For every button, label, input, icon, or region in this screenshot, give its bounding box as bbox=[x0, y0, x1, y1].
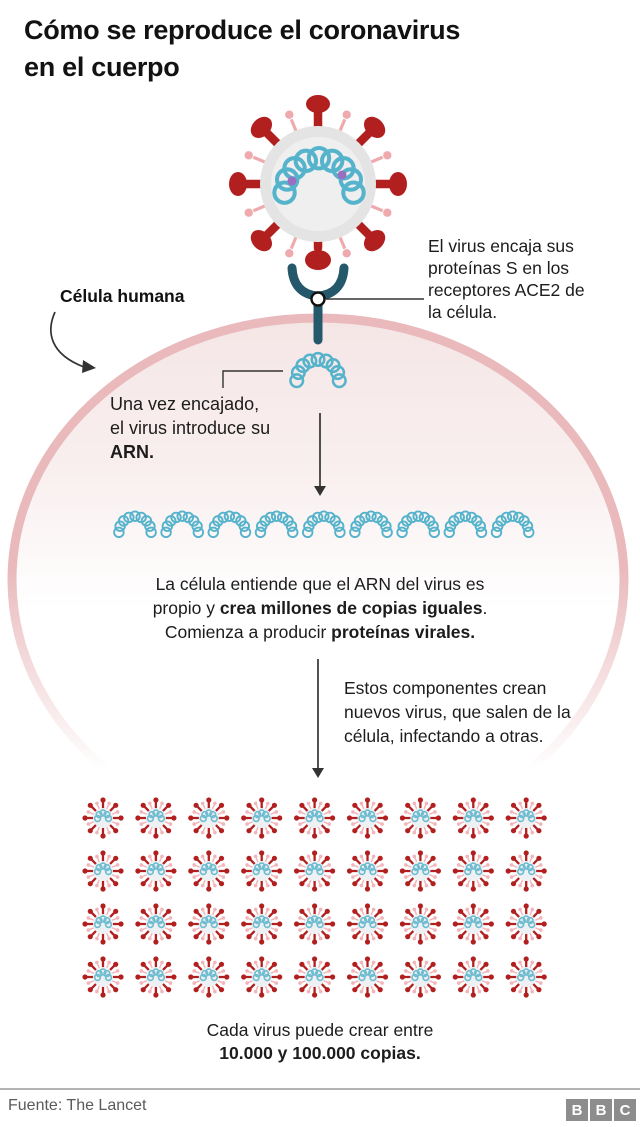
mini-coronavirus-icon bbox=[134, 849, 178, 893]
mini-coronavirus-icon bbox=[292, 902, 337, 946]
receptor-note: El virus encaja sus proteínas S en los r… bbox=[428, 236, 585, 322]
virus-grid bbox=[81, 796, 548, 999]
cell-label: Célula humana bbox=[60, 286, 185, 306]
mini-coronavirus-icon bbox=[81, 796, 125, 840]
bbc-logo-block: C bbox=[614, 1099, 636, 1121]
mini-coronavirus-icon bbox=[451, 849, 496, 893]
mini-coronavirus-icon bbox=[398, 796, 443, 840]
bbc-logo-block: B bbox=[590, 1099, 612, 1121]
mini-coronavirus-icon bbox=[134, 955, 178, 999]
mini-coronavirus-icon bbox=[239, 902, 284, 946]
mini-coronavirus-icon bbox=[345, 796, 390, 840]
mini-coronavirus-icon bbox=[451, 955, 496, 999]
rna-callout-bracket bbox=[222, 370, 283, 388]
mini-coronavirus-icon bbox=[398, 849, 443, 893]
rna-protein-dot bbox=[337, 170, 347, 180]
mini-coronavirus-icon bbox=[451, 796, 496, 840]
receptor-binding-point bbox=[310, 291, 326, 307]
footer-source: Fuente: The Lancet bbox=[8, 1097, 147, 1114]
page-title-line1: Cómo se reproduce el coronavirus bbox=[24, 15, 461, 45]
bottom-note: Cada virus puede crear entre 10.000 y 10… bbox=[206, 1020, 434, 1063]
arrow-down-icon bbox=[314, 413, 326, 496]
mini-coronavirus-icon bbox=[292, 796, 337, 840]
mini-coronavirus-icon bbox=[504, 849, 548, 893]
mini-coronavirus-icon bbox=[345, 955, 390, 999]
mini-coronavirus-icon bbox=[187, 796, 231, 840]
cell-label-arrow-icon bbox=[50, 311, 96, 373]
bbc-logo-block: B bbox=[566, 1099, 588, 1121]
mini-coronavirus-icon bbox=[187, 902, 231, 946]
mini-coronavirus-icon bbox=[239, 849, 284, 893]
spike-protein-s-icon bbox=[305, 250, 331, 270]
mini-coronavirus-icon bbox=[81, 955, 125, 999]
mini-coronavirus-icon bbox=[398, 902, 443, 946]
components-note: Estos componentes crean nuevos virus, qu… bbox=[344, 678, 571, 746]
mini-coronavirus-icon bbox=[239, 955, 284, 999]
page-title-line2: en el cuerpo bbox=[24, 52, 180, 82]
mini-coronavirus-icon bbox=[504, 955, 548, 999]
mini-coronavirus-icon bbox=[134, 796, 178, 840]
mini-coronavirus-icon bbox=[292, 955, 337, 999]
mini-coronavirus-icon bbox=[345, 902, 390, 946]
mini-coronavirus-icon bbox=[187, 955, 231, 999]
footer: Fuente: The Lancet B B C bbox=[0, 1088, 640, 1127]
mini-coronavirus-icon bbox=[451, 902, 496, 946]
mini-coronavirus-icon bbox=[134, 902, 178, 946]
rna-protein-dot bbox=[287, 176, 297, 186]
coronavirus-icon bbox=[229, 95, 407, 270]
mini-coronavirus-icon bbox=[345, 849, 390, 893]
mini-coronavirus-icon bbox=[239, 796, 284, 840]
mini-coronavirus-icon bbox=[81, 849, 125, 893]
copies-note: La célula entiende que el ARN del virus … bbox=[152, 574, 488, 642]
mini-coronavirus-icon bbox=[81, 902, 125, 946]
ace2-receptor-icon bbox=[287, 263, 424, 345]
arrow-down-icon-2 bbox=[312, 659, 324, 778]
mini-coronavirus-icon bbox=[398, 955, 443, 999]
mini-coronavirus-icon bbox=[292, 849, 337, 893]
mini-coronavirus-icon bbox=[504, 902, 548, 946]
page-title: Cómo se reproduce el coronavirus en el c… bbox=[24, 12, 460, 86]
bbc-logo: B B C bbox=[566, 1099, 636, 1121]
mini-coronavirus-icon bbox=[504, 796, 548, 840]
mini-coronavirus-icon bbox=[187, 849, 231, 893]
rna-note: Una vez encajado, el virus introduce su … bbox=[110, 394, 271, 462]
